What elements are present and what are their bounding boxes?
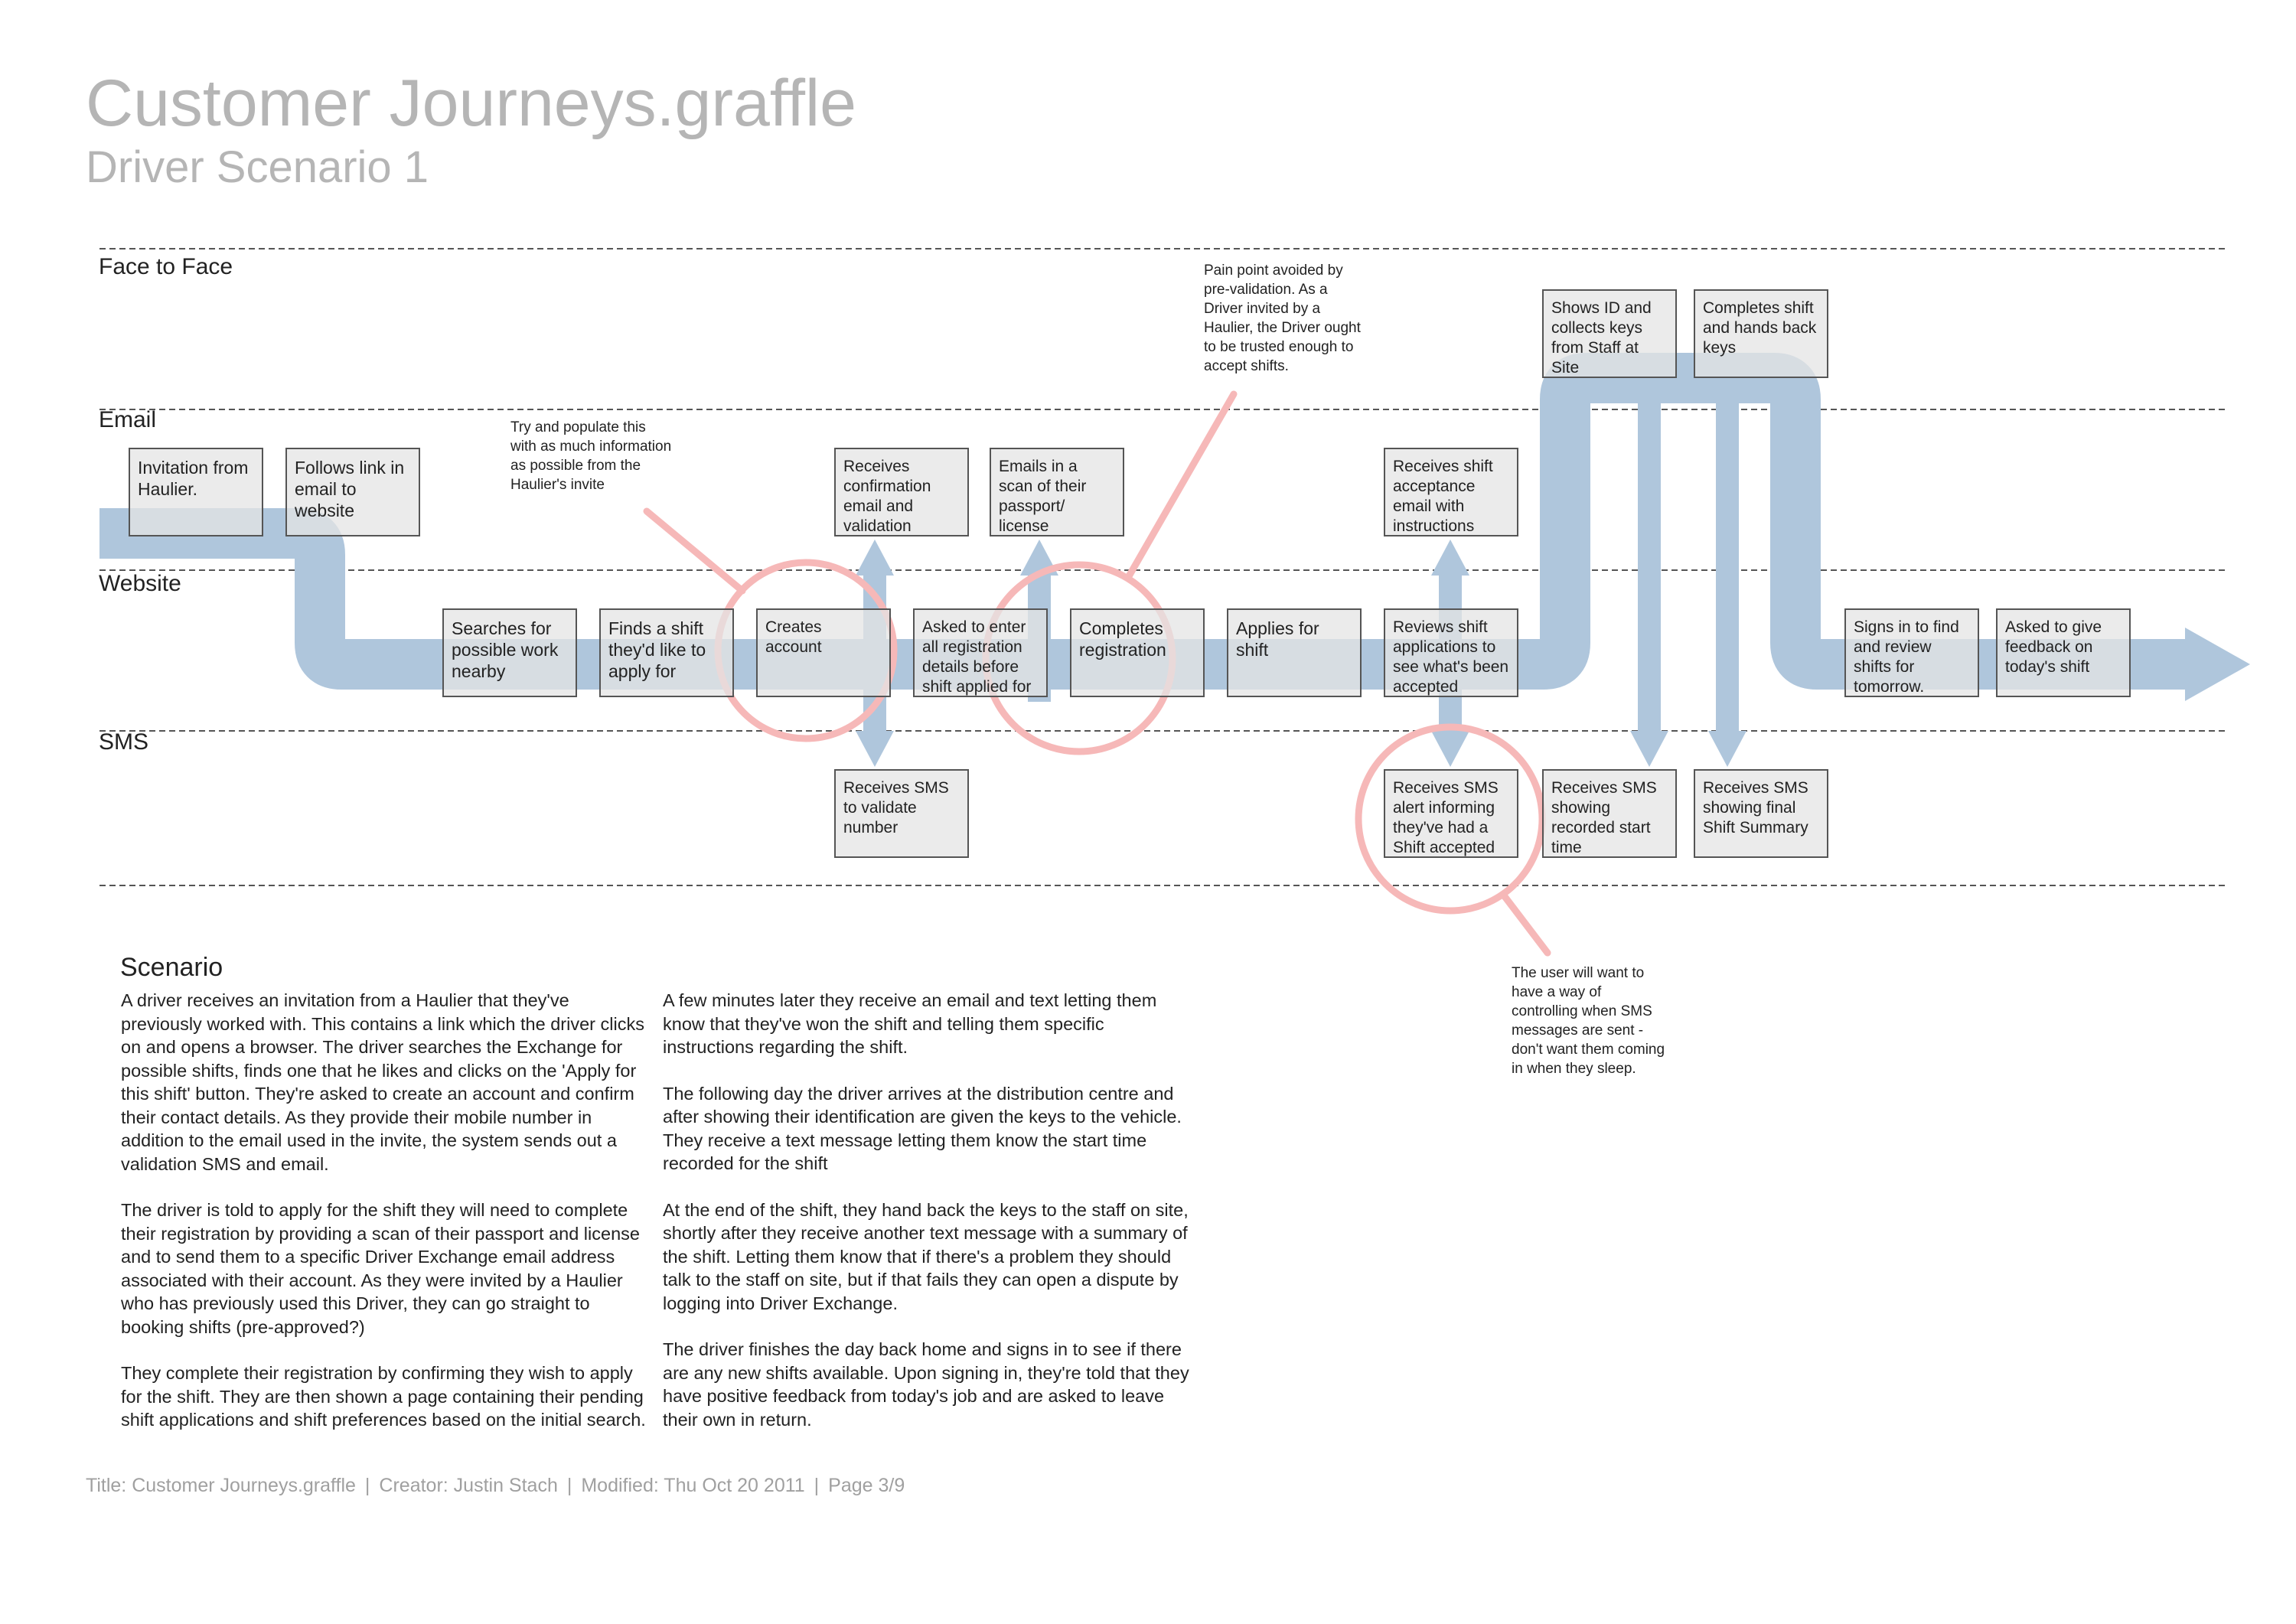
- step-box-finds-shift: Finds a shift they'd like to apply for: [599, 608, 734, 697]
- scenario-paragraph: At the end of the shift, they hand back …: [663, 1199, 1189, 1313]
- lane-label-email: Email: [99, 407, 157, 432]
- flow-path: [99, 353, 2189, 690]
- step-box-searches: Searches for possible work nearby: [442, 608, 577, 697]
- step-box-signs-in: Signs in to find and review shifts for t…: [1844, 608, 1979, 697]
- page-subtitle: Driver Scenario 1: [86, 142, 429, 192]
- channel-arrows: [856, 386, 1746, 767]
- lane-dividers: [99, 248, 2227, 886]
- step-box-confirmation-email: Receives confirmation email and validati…: [834, 448, 969, 536]
- step-box-sms-alert: Receives SMS alert informing they've had…: [1384, 769, 1518, 858]
- footer-separator: |: [364, 1475, 370, 1496]
- step-box-invitation: Invitation from Haulier.: [129, 448, 263, 536]
- scenario-paragraph: The following day the driver arrives at …: [663, 1083, 1182, 1174]
- footer-modified: Modified: Thu Oct 20 2011: [581, 1475, 805, 1496]
- step-box-feedback: Asked to give feedback on today's shift: [1996, 608, 2131, 697]
- step-box-sms-summary: Receives SMS showing final Shift Summary: [1694, 769, 1828, 858]
- note-sms-control: The user will want to have a way of cont…: [1512, 965, 1665, 1077]
- step-box-creates-account: Creates account: [756, 608, 891, 697]
- scenario-heading: Scenario: [120, 953, 223, 982]
- scenario-left-column: A driver receives an invitation from a H…: [121, 989, 649, 1455]
- step-box-sms-validate: Receives SMS to validate number: [834, 769, 969, 858]
- step-box-reviews-applications: Reviews shift applications to see what's…: [1384, 608, 1518, 697]
- page-title: Customer Journeys.graffle: [86, 67, 856, 140]
- lane-label-face-to-face: Face to Face: [99, 254, 233, 279]
- step-box-completes-shift: Completes shift and hands back keys: [1694, 289, 1828, 378]
- down-arrow-start-time: [1630, 386, 1668, 767]
- flow-arrowhead: [2185, 628, 2250, 701]
- footer-separator: |: [566, 1475, 572, 1496]
- step-box-completes-registration: Completes registration: [1070, 608, 1205, 697]
- step-box-sms-start-time: Receives SMS showing recorded start time: [1542, 769, 1677, 858]
- scenario-paragraph: They complete their registration by conf…: [121, 1363, 646, 1430]
- step-box-applies-shift: Applies for shift: [1227, 608, 1362, 697]
- down-arrow-summary: [1708, 386, 1746, 767]
- footer: Title: Customer Journeys.graffle | Creator…: [86, 1475, 905, 1497]
- step-box-follows-link: Follows link in email to website: [285, 448, 420, 536]
- step-box-enter-details: Asked to enter all registration details …: [913, 608, 1048, 697]
- main-flow-line: [99, 353, 2189, 690]
- note-pain-point: Pain point avoided by pre-validation. As…: [1204, 263, 1361, 374]
- scenario-paragraph: A driver receives an invitation from a H…: [121, 990, 644, 1174]
- footer-page: Page 3/9: [828, 1475, 905, 1496]
- step-box-emails-scan: Emails in a scan of their passport/ lice…: [990, 448, 1124, 536]
- lane-label-sms: SMS: [99, 729, 149, 755]
- scenario-right-column: A few minutes later they receive an emai…: [663, 989, 1191, 1454]
- step-box-acceptance-email: Receives shift acceptance email with ins…: [1384, 448, 1518, 536]
- scenario-paragraph: A few minutes later they receive an emai…: [663, 990, 1157, 1057]
- step-box-shows-id: Shows ID and collects keys from Staff at…: [1542, 289, 1677, 378]
- footer-separator: |: [814, 1475, 820, 1496]
- scenario-paragraph: The driver finishes the day back home an…: [663, 1339, 1189, 1430]
- lane-label-website: Website: [99, 571, 181, 596]
- footer-creator: Creator: Justin Stach: [379, 1475, 558, 1496]
- note-populate: Try and populate this with as much infor…: [510, 419, 672, 493]
- scenario-paragraph: The driver is told to apply for the shif…: [121, 1200, 640, 1337]
- footer-title: Title: Customer Journeys.graffle: [86, 1475, 356, 1496]
